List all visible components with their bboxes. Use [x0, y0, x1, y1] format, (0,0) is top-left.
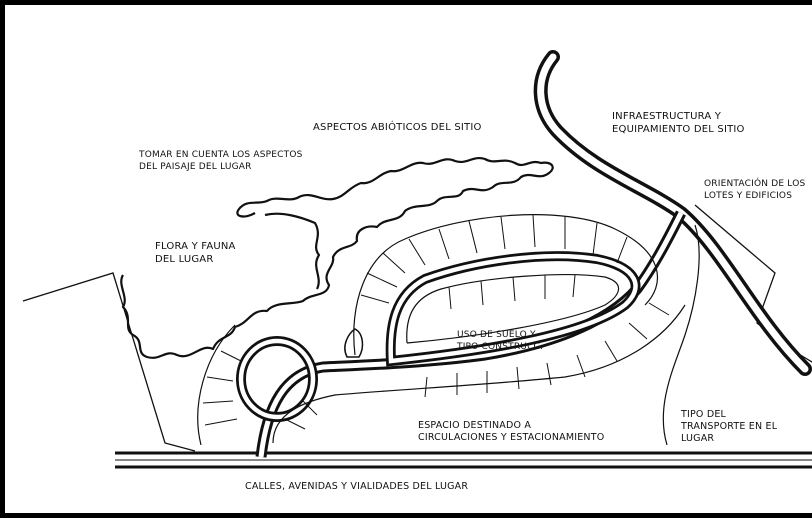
label-transporte-line3: LUGAR: [681, 433, 715, 444]
diagonal-road-inner: [537, 53, 809, 373]
vegetation-outline: [120, 157, 554, 359]
label-suelo-line1: USO DE SUELO Y: [457, 330, 536, 340]
lot-dividers: [202, 214, 670, 430]
site-boundary: [22, 204, 812, 452]
lots-lower-arc: [272, 304, 686, 444]
label-flora-line1: FLORA Y FAUNA: [155, 241, 236, 252]
label-infra-line2: EQUIPAMIENTO DEL SITIO: [612, 124, 745, 135]
loop-road-inner: [388, 253, 638, 364]
label-transporte-line1: TIPO DEL: [681, 409, 727, 420]
label-espacio-line1: ESPACIO DESTINADO A: [418, 420, 532, 431]
roundabout-inner: [238, 338, 316, 420]
label-flora-line2: DEL LUGAR: [155, 254, 214, 265]
label-espacio-line2: CIRCULACIONES Y ESTACIONAMIENTO: [418, 432, 605, 443]
lots-upper-arc: [353, 214, 659, 356]
site-plan-drawing: [22, 50, 812, 469]
lots-west-arc: [197, 324, 236, 446]
lots-east-arc: [662, 224, 700, 446]
lots-inner-arc: [406, 274, 620, 344]
label-orientacion-line2: LOTES Y EDIFICIOS: [704, 191, 793, 201]
label-infra-line1: INFRAESTRUCTURA Y: [612, 111, 722, 122]
shrub-outline: [344, 328, 364, 358]
label-abioticos: ASPECTOS ABIÓTICOS DEL SITIO: [313, 122, 482, 133]
label-suelo-line2: TIPO CONSTRUCC.: [457, 342, 544, 352]
label-transporte-line2: TRANSPORTE EN EL: [681, 421, 778, 432]
label-calles: CALLES, AVENIDAS Y VIALIDADES DEL LUGAR: [245, 481, 469, 492]
label-orientacion-line1: ORIENTACIÓN DE LOS: [704, 179, 806, 189]
label-paisaje-line1: TOMAR EN CUENTA LOS ASPECTOS: [139, 150, 303, 160]
label-paisaje-line2: DEL PAISAJE DEL LUGAR: [139, 162, 252, 172]
branch-road-inner: [258, 211, 684, 458]
